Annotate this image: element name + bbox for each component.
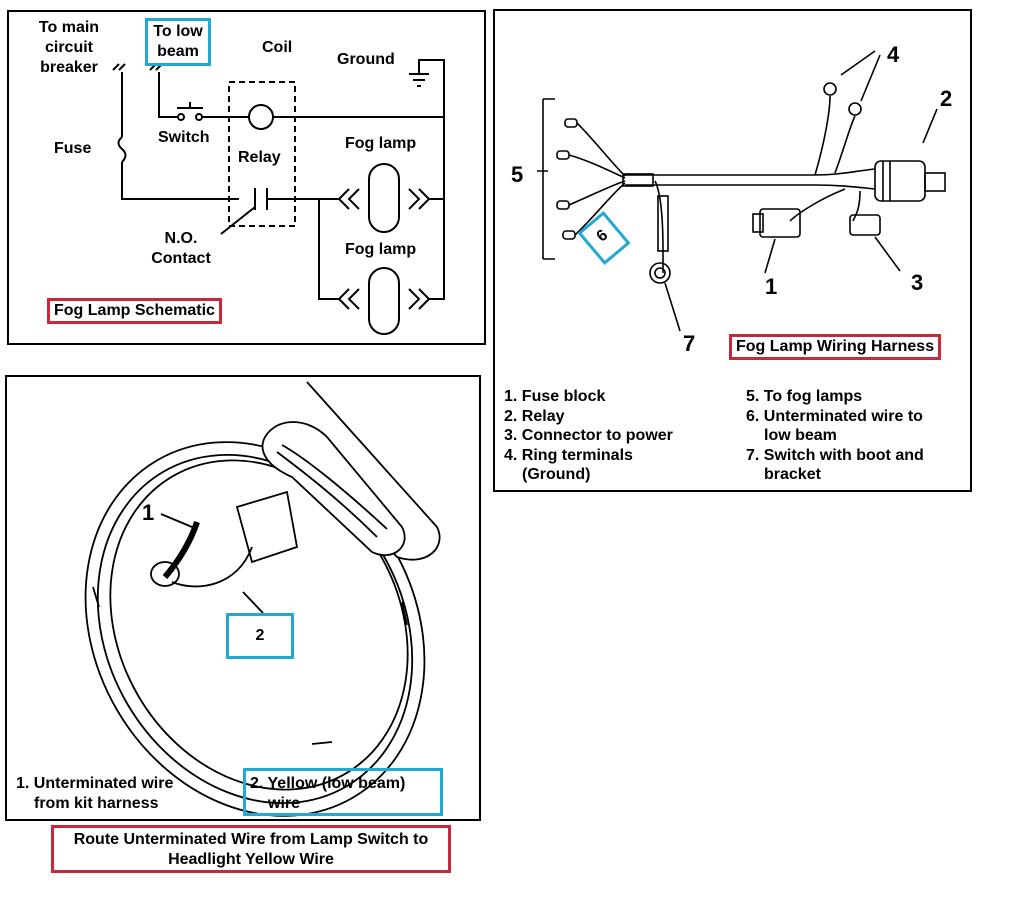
harness-trunk-top [625,168,876,176]
switch-lead-sleeve [657,195,669,252]
legend-item: 6. Unterminated wire to [746,407,923,425]
fog-lamp-2-symbol [368,267,400,335]
ground-label: Ground [337,51,395,68]
breaker-terminal-tick [112,63,126,71]
switch-lever [177,102,203,109]
to-low-beam-label: To low beam [145,18,211,66]
callout-2: 2 [940,86,953,111]
legend-item: 2. Relay [504,407,565,425]
switch-lead [654,180,664,273]
lamp2-right-connector [408,288,431,310]
yellow-low-beam-wire [171,546,253,588]
headlight-rim-inner [96,453,414,805]
low-beam-feed-wire [158,72,177,118]
callout-4: 4 [887,42,900,67]
headlight-leader-lines [160,513,264,614]
legend-item: 4. Ring terminals [504,446,633,464]
fog-lamp-1-symbol [368,163,400,233]
lamp-branch-wire [318,199,339,300]
schematic-drawing [112,59,445,335]
schematic-panel: To main circuit breaker To low beam Coil… [7,10,486,345]
boot-ribs [276,444,388,538]
lamp1-right-connector [408,188,431,210]
legend-item: low beam [764,427,837,444]
fuse-block-cap [752,213,764,233]
legend-item: 1. Fuse block [504,388,606,405]
headlight-legend-1: 1. Unterminated wire from kit harness [16,775,174,812]
relay-label: Relay [238,149,281,166]
harness-panel: 1 2 3 4 5 6 7 Fog Lamp Wiring Harness 1.… [493,9,972,492]
switch-label: Switch [158,129,210,146]
fog-lamp-leads [568,122,626,236]
relay-terminal [924,172,946,192]
connector-lead [852,190,861,222]
to-main-circuit-breaker-label: To main circuit breaker [38,19,100,76]
no-contact-label: N.O. Contact [151,230,211,267]
lamp1-left-connector [337,188,360,210]
callout-1: 1 [765,274,778,299]
fog-lamp-connectors [556,118,578,240]
fuse-symbol [117,136,127,163]
headlight-callout-1: 1 [142,500,155,525]
headlight-drawing [84,381,441,817]
ring-terminal-2 [848,102,862,116]
legend-item: 3. Connector to power [504,427,673,444]
breaker-feed-wire [121,72,239,200]
harness-legend-left: 1. Fuse block 2. Relay 3. Connector to p… [504,387,673,485]
harness-trunk-bottom [625,184,876,190]
headlight-legend-2: 2. Yellow (low beam) wire [243,768,443,816]
harness-legend-right: 5. To fog lamps 6. Unterminated wire to … [746,387,924,485]
coil-symbol [248,104,274,130]
headlight-panel: 1 2 1. Unterminated wire from kit harnes… [5,375,481,821]
legend-item: (Ground) [522,466,591,483]
relay-plug-rings [882,161,891,201]
switch-bracket-outer [649,262,671,284]
unterminated-kit-wire [162,521,200,579]
schematic-caption: Fog Lamp Schematic [47,298,222,324]
headlight-housing [286,381,441,561]
rim-clips [92,586,408,745]
switch-bracket-inner [654,267,666,279]
contact-pointer [220,206,256,235]
lamp-return-wire [429,117,445,300]
legend-item: 5. To fog lamps [746,388,863,405]
coil-to-ground-wire [273,59,445,118]
switch-contact-left [177,113,185,121]
legend-item: 7. Switch with boot and [746,446,924,464]
fuse-label: Fuse [54,140,92,157]
no-contact-symbol [254,188,268,210]
lamp2-left-connector [337,288,360,310]
legend-item: bracket [764,466,821,483]
harness-sleeve [622,173,654,187]
grommet [150,561,180,587]
fog-lamp-2-label: Fog lamp [345,241,417,258]
ring-terminal-1 [823,82,837,96]
callout-5: 5 [511,162,524,187]
coil-label: Coil [262,39,293,56]
harness-drawing [537,50,946,332]
harness-caption: Fog Lamp Wiring Harness [729,334,942,360]
leader-lines [537,50,938,332]
callout-3: 3 [911,270,924,295]
power-connector-body [849,214,881,236]
relay-box [228,81,296,227]
switch-contact-right [195,113,203,121]
headlight-callout-2: 2 [226,613,294,659]
ground-symbol [409,73,429,87]
fog-lamp-bracket [542,98,555,260]
fuse-block-lead [789,188,846,222]
headlight-plug [235,490,299,564]
route-caption: Route Unterminated Wire from Lamp Switch… [51,825,451,873]
callout-7: 7 [683,331,696,356]
ring-terminal-leads [814,95,856,176]
fog-lamp-1-label: Fog lamp [345,135,417,152]
fuse-block-body [759,208,801,238]
